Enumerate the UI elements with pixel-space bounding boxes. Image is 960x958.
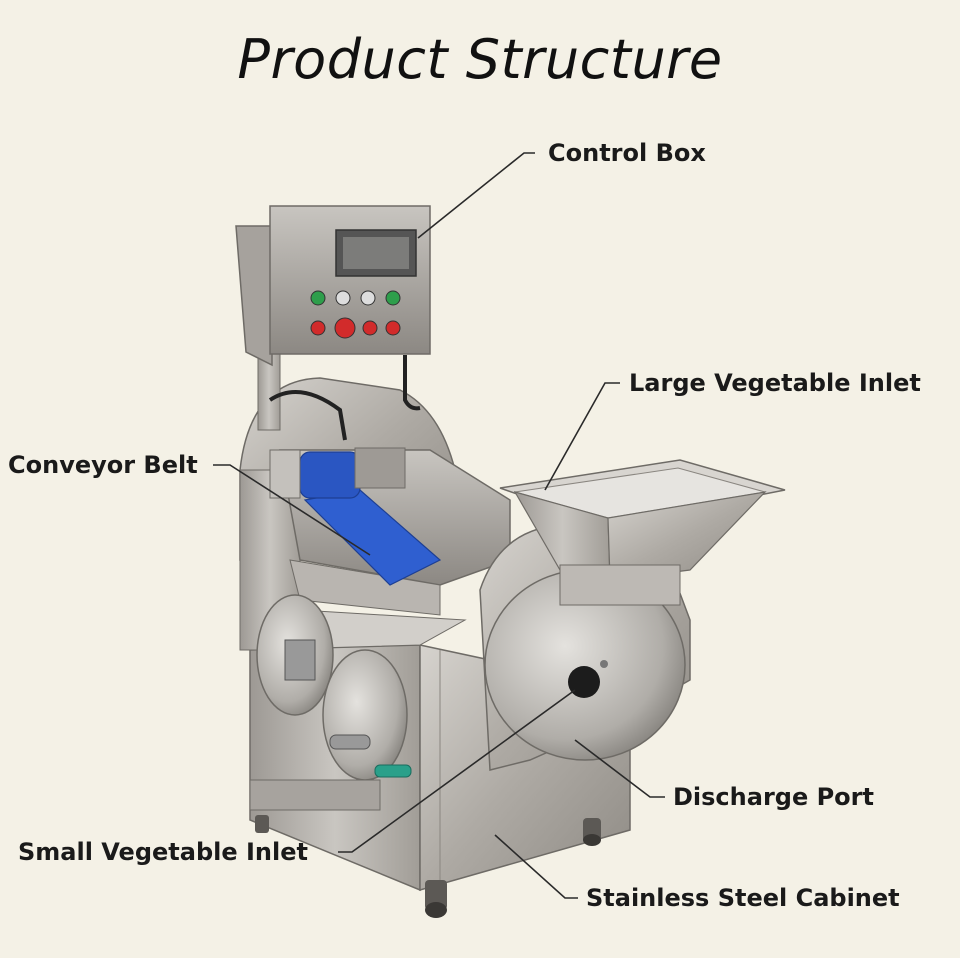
label-discharge-port: Discharge Port [673, 783, 874, 811]
leader-small-vegetable-inlet [338, 689, 576, 853]
emergency-stop-button [334, 317, 356, 339]
label-control-box: Control Box [548, 139, 706, 167]
label-stainless-steel-cabinet: Stainless Steel Cabinet [586, 884, 900, 912]
leader-discharge-port [574, 739, 665, 798]
leader-conveyor-belt [213, 464, 371, 556]
cable [403, 355, 421, 411]
conveyor-section [269, 447, 511, 616]
green-button [385, 290, 401, 306]
cutter-disc-housing [479, 524, 691, 771]
discharge-port-opening [568, 666, 600, 698]
leader-stainless-steel-cabinet [494, 834, 578, 899]
red-button [362, 320, 378, 336]
label-large-vegetable-inlet: Large Vegetable Inlet [629, 369, 921, 397]
leader-control-box [417, 152, 535, 239]
cable [268, 390, 347, 441]
diagram-title: Product Structure [237, 28, 723, 91]
caster-wheels [255, 815, 601, 918]
control-box [235, 205, 431, 367]
small-vegetable-inlet [249, 594, 412, 811]
green-button [310, 290, 326, 306]
label-small-vegetable-inlet: Small Vegetable Inlet [18, 838, 308, 866]
selector-switch [360, 290, 376, 306]
red-button [385, 320, 401, 336]
label-conveyor-belt: Conveyor Belt [8, 451, 198, 479]
leader-large-vegetable-inlet [544, 382, 620, 491]
red-button [310, 320, 326, 336]
large-vegetable-inlet [499, 459, 786, 606]
selector-switch [335, 290, 351, 306]
callout-leaders [213, 152, 665, 899]
